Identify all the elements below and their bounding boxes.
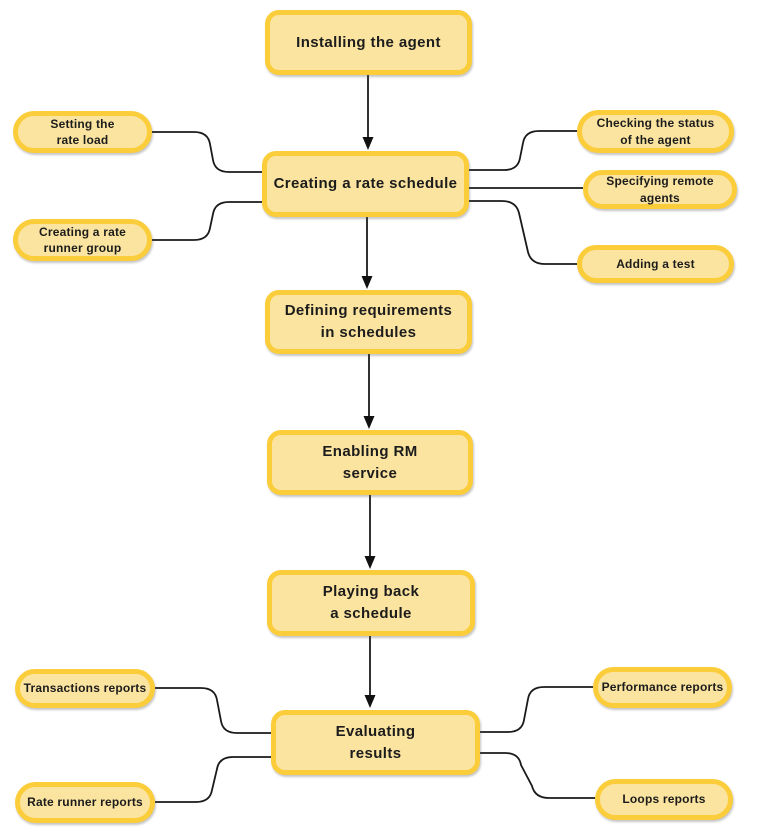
- node-enabling-rm-service[interactable]: Enabling RM service: [267, 430, 473, 495]
- connector-line: [469, 200, 577, 265]
- arrowhead-icon: [362, 137, 374, 150]
- arrowhead-icon: [361, 276, 373, 289]
- node-checking-the-status-of-the-agent[interactable]: Checking the status of the agent: [577, 110, 734, 153]
- connector-line: [155, 756, 271, 803]
- node-creating-a-rate-runner-group[interactable]: Creating a rate runner group: [13, 219, 152, 261]
- node-transactions-reports[interactable]: Transactions reports: [15, 669, 155, 708]
- node-creating-a-rate-schedule[interactable]: Creating a rate schedule: [262, 151, 469, 217]
- arrowhead-icon: [364, 695, 376, 708]
- arrowhead-icon: [363, 416, 375, 429]
- flow-arrow: [362, 75, 374, 150]
- flow-arrow: [364, 495, 376, 569]
- node-installing-the-agent[interactable]: Installing the agent: [265, 10, 472, 75]
- node-rate-runner-reports[interactable]: Rate runner reports: [15, 782, 155, 823]
- node-adding-a-test[interactable]: Adding a test: [577, 245, 734, 283]
- flow-arrow: [361, 217, 373, 289]
- node-label: Adding a test: [616, 256, 695, 271]
- node-label: Evaluating results: [335, 722, 416, 762]
- node-setting-the-rate-load[interactable]: Setting the rate load: [13, 111, 152, 153]
- connector-line: [152, 131, 262, 173]
- node-label: Performance reports: [601, 680, 724, 695]
- node-playing-back-a-schedule[interactable]: Playing back a schedule: [267, 570, 475, 636]
- connector-line: [469, 130, 577, 171]
- node-label: Defining requirements in schedules: [284, 302, 453, 341]
- node-performance-reports[interactable]: Performance reports: [593, 667, 732, 708]
- node-label: Specifying remote agents: [606, 174, 714, 205]
- node-loops-reports[interactable]: Loops reports: [595, 779, 733, 820]
- node-label: Enabling RM service: [322, 442, 418, 482]
- node-specifying-remote-agents[interactable]: Specifying remote agents: [583, 170, 737, 209]
- node-label: Checking the status of the agent: [596, 116, 715, 147]
- flow-arrow: [363, 354, 375, 429]
- node-label: Installing the agent: [296, 33, 441, 51]
- node-evaluating-results[interactable]: Evaluating results: [271, 710, 480, 775]
- node-label: Transactions reports: [23, 681, 147, 696]
- node-label: Creating a rate schedule: [273, 175, 458, 193]
- node-label: Setting the rate load: [50, 116, 115, 147]
- node-label: Rate runner reports: [27, 795, 143, 810]
- node-label: Playing back a schedule: [322, 583, 420, 622]
- connector-line: [480, 752, 595, 799]
- flow-arrow: [364, 636, 376, 708]
- node-defining-requirements-in-schedules[interactable]: Defining requirements in schedules: [265, 290, 472, 354]
- node-label: Loops reports: [622, 792, 706, 807]
- connector-line: [152, 201, 262, 241]
- connector-line: [155, 687, 271, 734]
- arrowhead-icon: [364, 556, 376, 569]
- connector-line: [480, 686, 593, 733]
- node-label: Creating a rate runner group: [38, 224, 127, 255]
